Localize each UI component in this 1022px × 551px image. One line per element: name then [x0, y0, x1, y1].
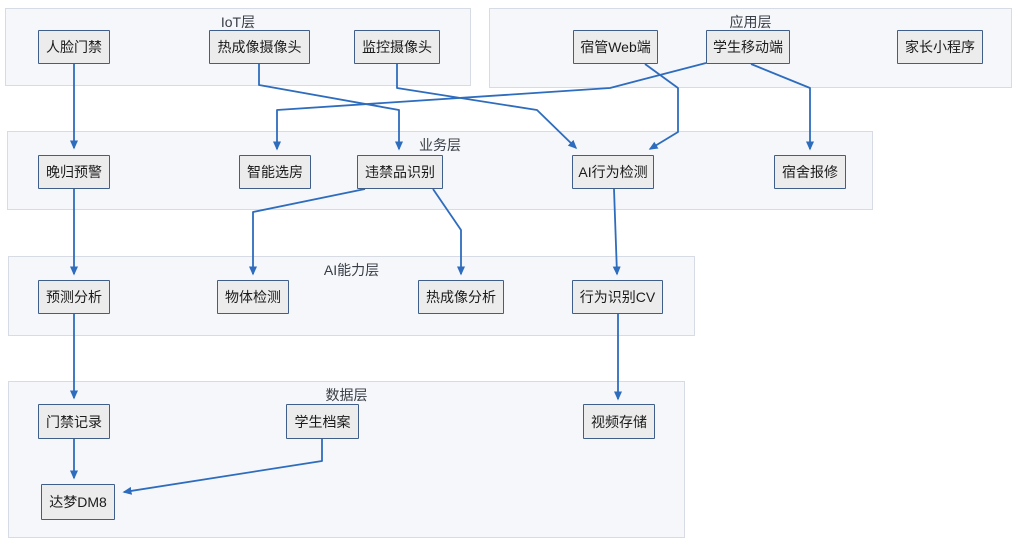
node-ai-behavior-detect: AI行为检测 — [572, 155, 654, 189]
node-dorm-web: 宿管Web端 — [573, 30, 658, 64]
node-dameng-dm8: 达梦DM8 — [41, 484, 115, 520]
node-dorm-repair: 宿舍报修 — [774, 155, 846, 189]
node-parent-miniapp: 家长小程序 — [897, 30, 983, 64]
node-thermal-analysis: 热成像分析 — [418, 280, 504, 314]
node-object-detect: 物体检测 — [217, 280, 289, 314]
layer-app-label: 应用层 — [729, 14, 772, 30]
node-cctv-camera: 监控摄像头 — [354, 30, 440, 64]
node-student-files: 学生档案 — [286, 404, 359, 439]
layer-ai-label: AI能力层 — [323, 262, 380, 278]
layer-data-label: 数据层 — [325, 387, 368, 403]
node-late-warning: 晚归预警 — [38, 155, 110, 189]
node-access-records: 门禁记录 — [38, 404, 110, 439]
layer-biz-label: 业务层 — [419, 137, 461, 153]
node-student-app: 学生移动端 — [706, 30, 790, 64]
node-smart-room-select: 智能选房 — [239, 155, 311, 189]
layer-iot-label: IoT层 — [220, 14, 256, 30]
node-video-storage: 视频存储 — [583, 404, 655, 439]
node-face-access: 人脸门禁 — [38, 30, 110, 64]
node-behavior-cv: 行为识别CV — [572, 280, 663, 314]
node-predict-analysis: 预测分析 — [38, 280, 110, 314]
node-contraband-detect: 违禁品识别 — [357, 155, 443, 189]
node-thermal-camera: 热成像摄像头 — [209, 30, 310, 64]
